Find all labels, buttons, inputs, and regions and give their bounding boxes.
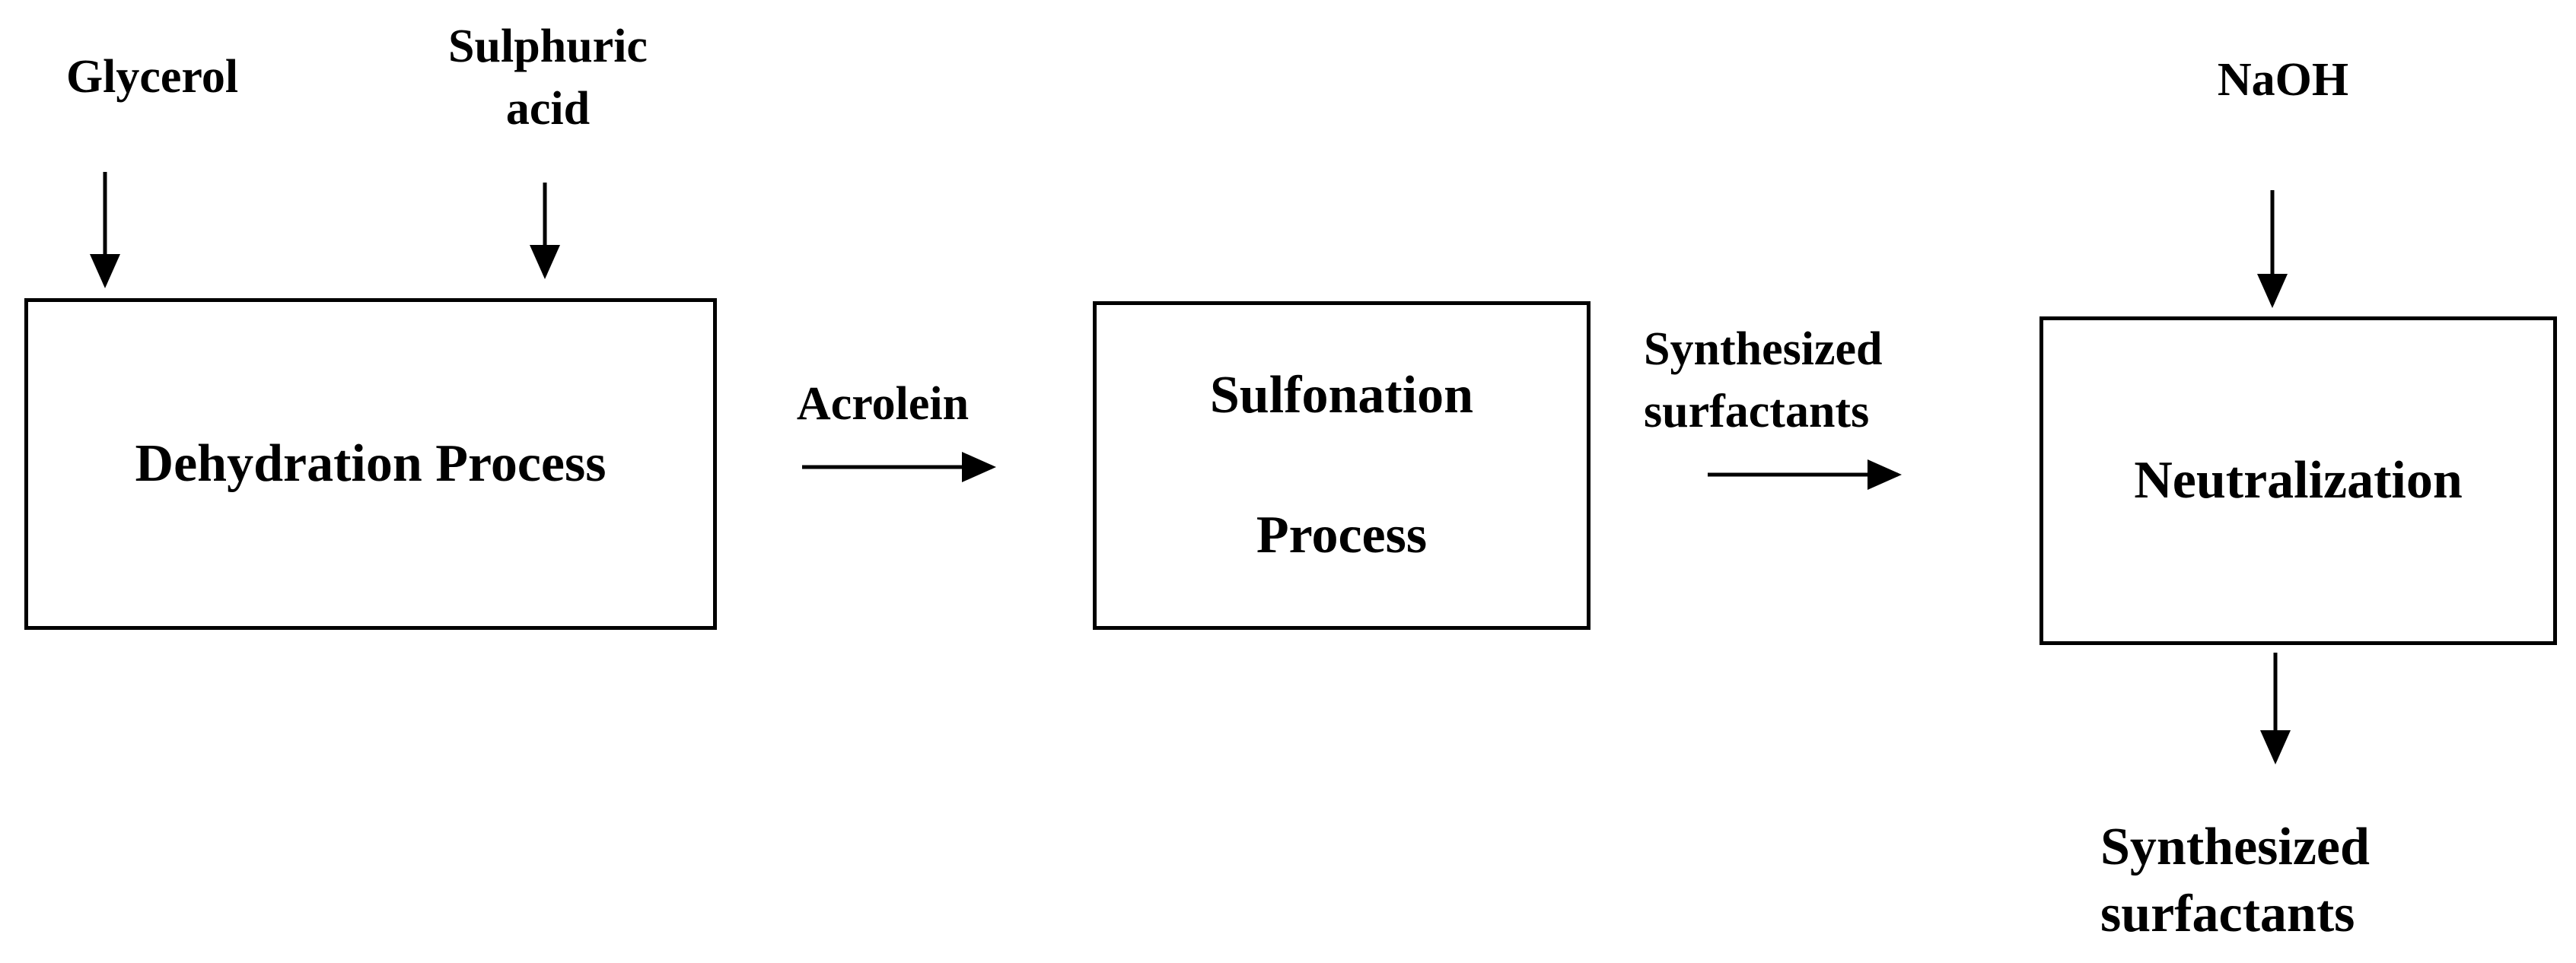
dehydration-process-box: Dehydration Process [24,298,717,630]
acrolein-label: Acrolein [796,378,970,430]
intermediate-surfactants-line1: Synthesized [1644,323,1883,375]
sulphuric-acid-label-line2: acid [505,83,591,135]
output-surfactants-line1: Synthesized [2100,818,2370,876]
neutralization-label: Neutralization [2134,451,2463,510]
output-surfactants-line2: surfactants [2100,885,2355,943]
sulphuric-acid-label: Sulphuric acid [426,15,670,140]
sulphuric-acid-label-line1: Sulphuric [448,21,648,72]
neutralization-box: Neutralization [2039,316,2557,645]
dehydration-process-label: Dehydration Process [135,434,607,493]
sulfonation-process-label-line1: Sulfonation [1209,366,1474,424]
sulfonation-process-label-line2: Process [1256,506,1428,564]
intermediate-surfactants-label: Synthesized surfactants [1644,318,1979,443]
glycerol-label: Glycerol [65,51,239,103]
output-surfactants-label: Synthesized surfactants [2100,814,2466,948]
intermediate-surfactants-line2: surfactants [1644,386,1870,437]
sulfonation-process-label: Sulfonation Process [1210,291,1473,640]
naoh-label: NaOH [2217,54,2349,106]
sulfonation-process-box: Sulfonation Process [1093,301,1590,630]
